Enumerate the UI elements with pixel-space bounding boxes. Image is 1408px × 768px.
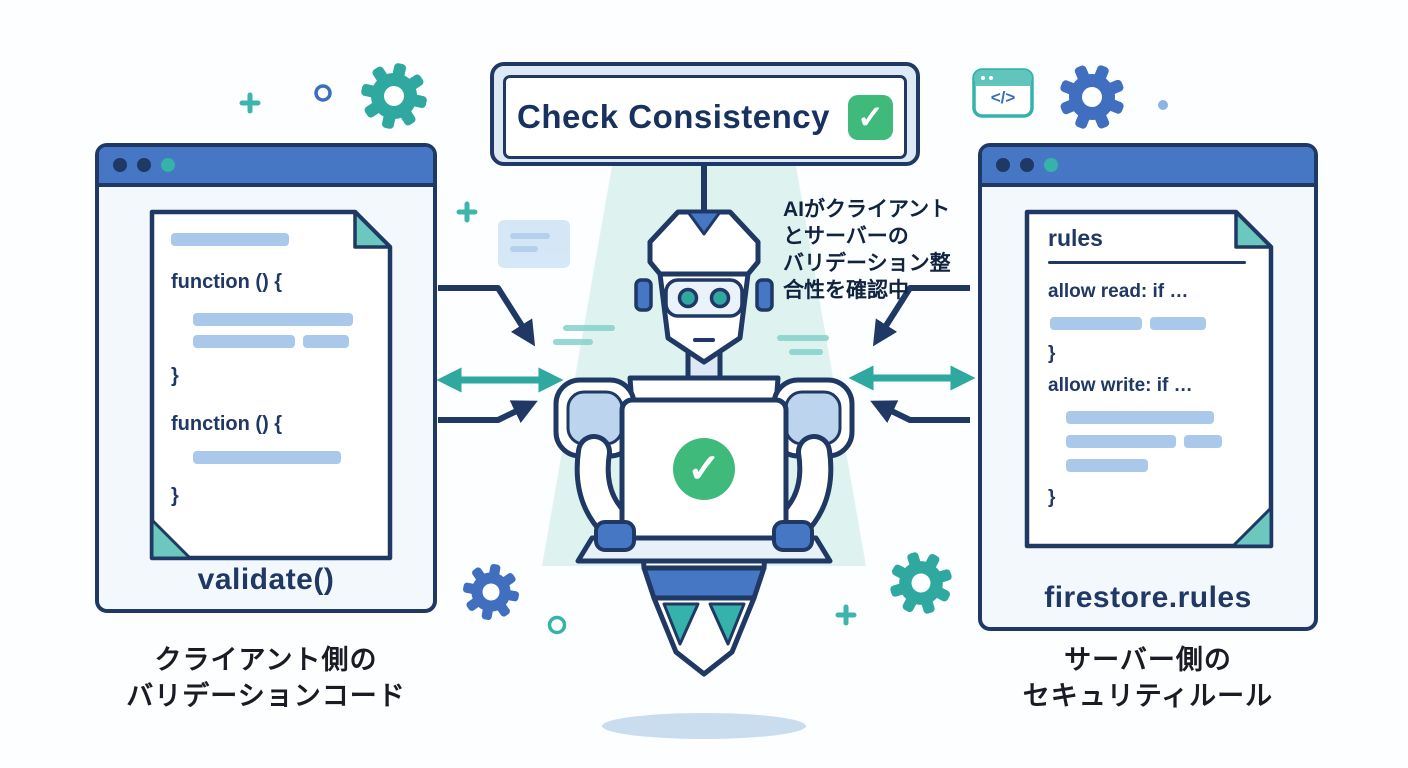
folded-corner	[1234, 210, 1273, 249]
plus-decoration	[239, 92, 857, 626]
folded-corner	[1231, 506, 1273, 548]
rule-line: }	[1048, 343, 1056, 364]
scan-card-decoration	[498, 220, 570, 268]
rules-doc-title: rules	[1048, 225, 1103, 251]
code-placeholder-bar	[171, 233, 289, 246]
folded-corner	[150, 518, 192, 560]
annotation-line: 合性を確認中	[783, 279, 909, 302]
laptop-check-glyph: ✓	[687, 447, 721, 491]
right-caption: サーバー側の セキュリティルール	[968, 642, 1328, 714]
banner-title: Check Consistency	[517, 98, 830, 135]
robot-waist	[641, 565, 767, 601]
annotation-line: バリデーション整	[783, 252, 951, 275]
caption-line: バリデーションコード	[126, 681, 406, 711]
code-placeholder-bar	[1066, 459, 1148, 472]
circle-decoration	[314, 84, 332, 102]
window-dot	[161, 158, 175, 172]
left-document: function () { } function () { }	[149, 209, 393, 561]
caption-line: セキュリティルール	[1022, 681, 1274, 711]
window-dot	[996, 158, 1010, 172]
window-dot	[137, 158, 151, 172]
rule-line: allow read: if …	[1048, 281, 1189, 302]
left-lower-arrow	[438, 400, 538, 424]
code-placeholder-bar	[1150, 317, 1206, 330]
robot-shadow	[602, 713, 806, 739]
laptop-check-icon: ✓	[673, 438, 735, 500]
robot-eye-right	[709, 287, 731, 309]
right-window-label: firestore.rules	[1044, 581, 1252, 614]
code-line: function () {	[171, 271, 283, 293]
code-placeholder-bar	[1184, 435, 1222, 448]
annotation-line: AIがクライアント	[783, 198, 951, 221]
robot-hand-left	[594, 520, 636, 552]
code-icon-label: </>	[990, 88, 1016, 107]
gear-icon	[354, 56, 434, 136]
gear-icon	[458, 559, 524, 625]
banner-inner: Check Consistency ✓	[503, 75, 907, 159]
right-window-titlebar	[982, 147, 1314, 187]
rule-line: }	[1048, 487, 1056, 508]
right-lower-arrow	[870, 400, 970, 424]
left-upper-arrow	[438, 285, 536, 347]
window-dot	[1044, 158, 1058, 172]
code-line: function () {	[171, 413, 283, 435]
right-upper-arrow	[872, 285, 970, 347]
window-dot	[1020, 158, 1034, 172]
code-placeholder-bar	[303, 335, 349, 348]
left-code-window: function () { } function () { } validate…	[95, 143, 437, 613]
rule-line: allow write: if …	[1048, 375, 1193, 396]
robot-eye-left	[677, 287, 699, 309]
code-placeholder-bar	[1066, 435, 1176, 448]
annotation-line: とサーバーの	[783, 225, 909, 248]
ai-annotation: AIがクライアント とサーバーの バリデーション整 合性を確認中	[783, 196, 998, 304]
left-window-titlebar	[99, 147, 433, 187]
dot-decoration	[1158, 100, 1168, 110]
folded-corner	[353, 210, 392, 249]
caption-line: クライアント側の	[154, 645, 378, 675]
check-consistency-banner: Check Consistency ✓	[490, 62, 920, 166]
right-rules-window: rules allow read: if … } allow write: if…	[978, 143, 1318, 631]
code-placeholder-bar	[193, 335, 295, 348]
caption-line: サーバー側の	[1064, 645, 1232, 675]
code-placeholder-bar	[1050, 317, 1142, 330]
code-line: }	[171, 485, 179, 507]
title-underline	[1048, 261, 1246, 264]
left-caption: クライアント側の バリデーションコード	[86, 642, 446, 714]
gear-icon	[878, 540, 964, 626]
code-placeholder-bar	[1066, 411, 1214, 424]
code-window-icon	[972, 68, 1034, 118]
left-window-label: validate()	[197, 563, 335, 596]
robot-hand-right	[772, 520, 814, 552]
check-icon: ✓	[847, 94, 893, 140]
gear-icon	[1049, 54, 1135, 140]
code-placeholder-bar	[193, 313, 353, 326]
sync-arrows	[436, 285, 976, 424]
laptop-base	[575, 535, 833, 564]
robot	[553, 209, 855, 677]
code-line: }	[171, 365, 179, 387]
circle-decoration	[547, 615, 567, 635]
code-placeholder-bar	[193, 451, 341, 464]
document-sheet	[149, 209, 393, 561]
right-document: rules allow read: if … } allow write: if…	[1024, 209, 1274, 549]
robot-visor	[664, 278, 744, 318]
window-dot	[113, 158, 127, 172]
speed-lines	[553, 325, 829, 355]
